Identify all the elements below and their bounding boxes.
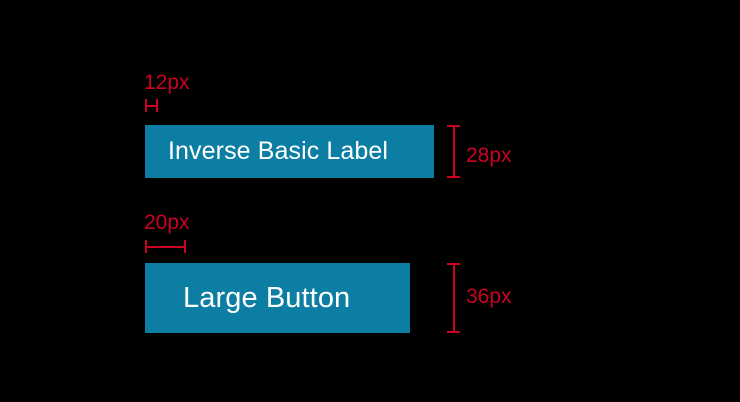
dimension-cap-end-icon	[184, 240, 186, 253]
component-inverse-basic-label[interactable]: Inverse Basic Label	[145, 125, 434, 178]
dimension-cap-bottom-icon	[447, 176, 460, 178]
dimension-rule-icon	[453, 263, 455, 333]
dimension-rule-icon	[453, 125, 455, 178]
dimension-cap-bottom-icon	[447, 331, 460, 333]
padding-annotation-label-small: 12px	[144, 71, 190, 94]
height-annotation-label-large: 36px	[466, 285, 512, 308]
dimension-cap-end-icon	[156, 99, 158, 112]
dimension-rule-icon	[145, 246, 186, 248]
height-annotation-label-small: 28px	[466, 144, 512, 167]
padding-annotation-label-large: 20px	[144, 211, 190, 234]
dimension-rule-icon	[145, 105, 158, 107]
height-dimension-line-large	[447, 263, 460, 333]
height-dimension-line-small	[447, 125, 460, 178]
padding-dimension-line-large	[145, 240, 186, 253]
padding-dimension-line-small	[145, 99, 158, 112]
component-label-text: Inverse Basic Label	[168, 137, 389, 165]
component-label-text: Large Button	[183, 281, 351, 314]
component-large-button[interactable]: Large Button	[145, 263, 410, 333]
